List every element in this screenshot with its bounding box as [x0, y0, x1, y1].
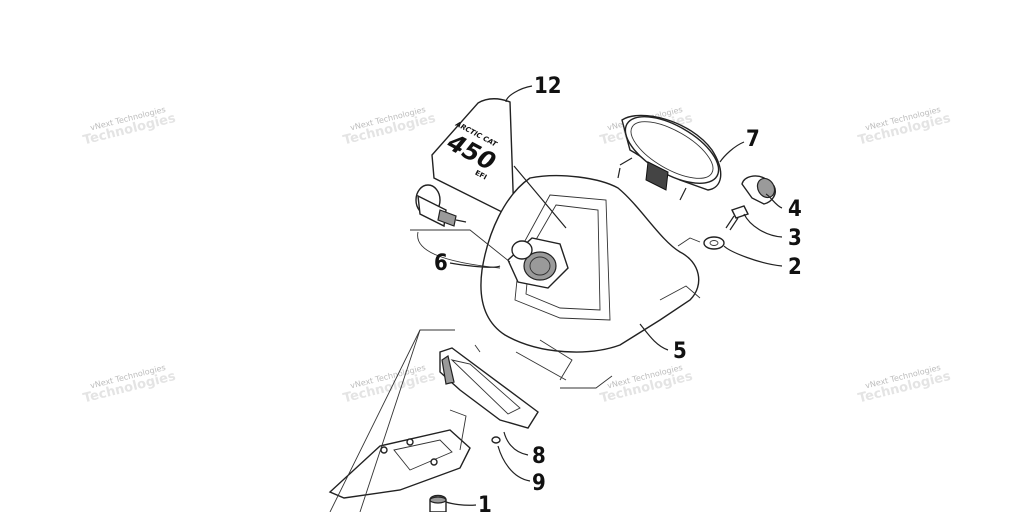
callout-leaders: [445, 85, 783, 506]
part-1: [429, 494, 447, 512]
part-12-decal: ARCTIC CAT 450 EFI: [431, 98, 515, 220]
callout-3: 3: [788, 226, 802, 251]
watermark: Technologies vNext Technologies: [599, 363, 695, 406]
callout-2: 2: [788, 255, 802, 280]
watermark: Technologies vNext Technologies: [82, 363, 178, 406]
part-7-gauge: [617, 114, 722, 201]
callout-8: 8: [532, 444, 546, 469]
part-4-knob: [741, 175, 776, 205]
callout-7: 7: [746, 127, 760, 152]
callout-1: 1: [478, 493, 492, 512]
watermark: Technologies vNext Technologies: [857, 105, 953, 148]
part-6-outlet: [415, 184, 467, 228]
watermark: Technologies vNext Technologies: [342, 105, 438, 148]
watermark: Technologies vNext Technologies: [82, 105, 178, 148]
callout-4: 4: [788, 197, 802, 222]
part-2-washer: [703, 236, 725, 250]
part-6-bezel: [507, 237, 569, 289]
part-5-housing: [480, 174, 701, 353]
guide-lines: [329, 229, 701, 512]
watermark: Technologies vNext Technologies: [857, 363, 953, 406]
watermark: Technologies vNext Technologies: [342, 363, 438, 406]
callout-5: 5: [673, 339, 687, 364]
part-9-screw: [491, 436, 501, 444]
part-8-bracket: [439, 347, 539, 429]
callouts: 12 7 4 3 2 6 5 8 9 1: [434, 74, 802, 512]
part-3-switch: [725, 205, 749, 231]
callout-12: 12: [534, 74, 562, 99]
callout-6: 6: [434, 251, 448, 276]
lower-bracket: [328, 429, 471, 499]
callout-9: 9: [532, 471, 546, 496]
